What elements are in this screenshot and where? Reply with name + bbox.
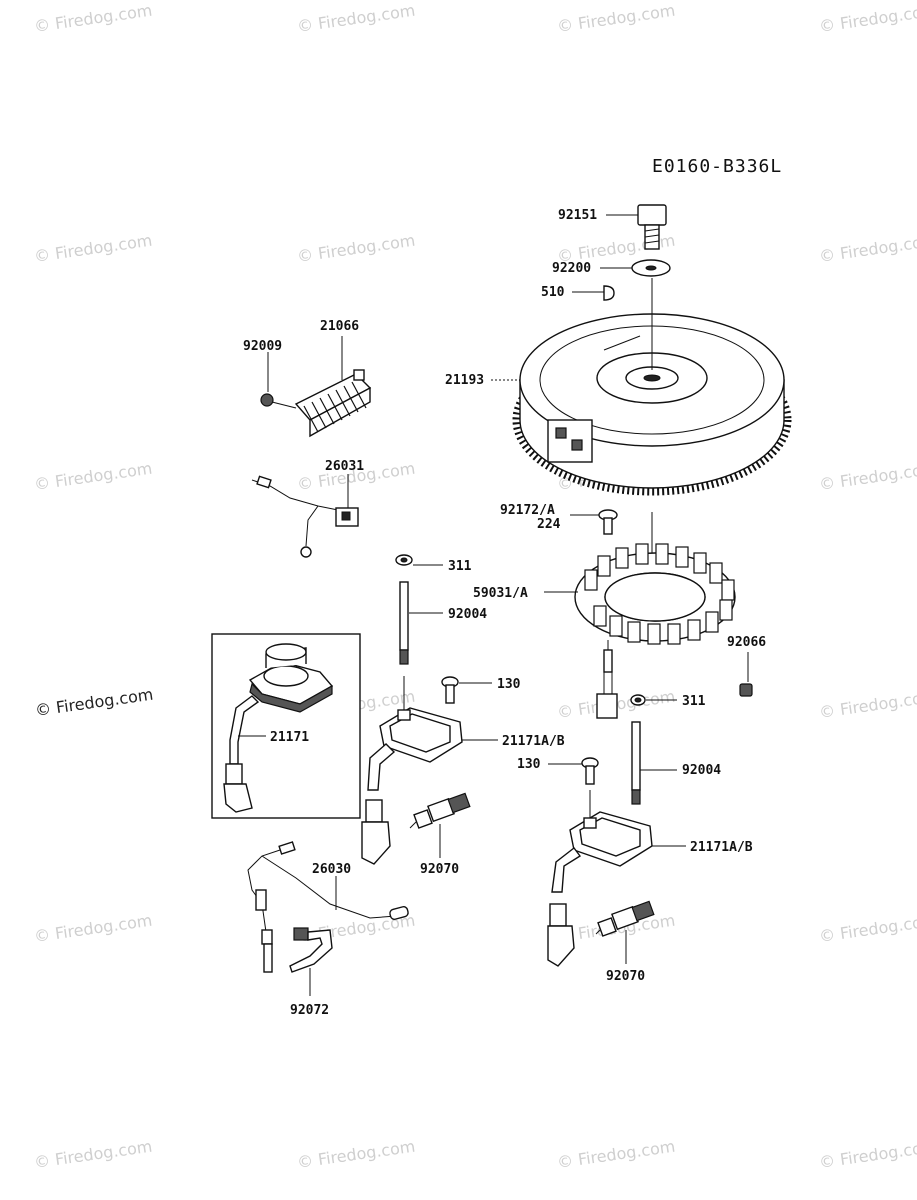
- label-21171AB-left: 21171A/B: [502, 734, 565, 749]
- label-92151: 92151: [558, 208, 597, 223]
- label-92070-right: 92070: [606, 969, 645, 984]
- clamp-92072: [289, 927, 333, 973]
- watermark: © Firedog.com: [818, 459, 917, 494]
- screw-92172A: [598, 509, 618, 535]
- watermark: © Firedog.com: [33, 1, 153, 36]
- harness-26030: [247, 841, 409, 973]
- label-510: 510: [541, 285, 565, 300]
- nut-311-left: [395, 554, 413, 566]
- ignition-coil-right: [547, 790, 653, 967]
- watermark: © Firedog.com: [33, 459, 153, 494]
- inset-box: [211, 633, 361, 819]
- label-311-right: 311: [682, 694, 706, 709]
- bolt-130-right: [581, 757, 599, 785]
- label-21171: 21171: [270, 730, 309, 745]
- spark-plug-right: [595, 900, 655, 937]
- label-92004-left: 92004: [448, 607, 487, 622]
- label-59031A: 59031/A: [473, 586, 528, 601]
- nut-311-right: [630, 694, 646, 706]
- nut-92066: [739, 683, 753, 697]
- key-510: [603, 285, 615, 301]
- label-92200: 92200: [552, 261, 591, 276]
- watermark-main: © Firedog.com: [34, 685, 154, 720]
- label-92009: 92009: [243, 339, 282, 354]
- label-224: 224: [537, 517, 561, 532]
- label-21066: 21066: [320, 319, 359, 334]
- watermark: © Firedog.com: [556, 1137, 676, 1172]
- stator-connector: [596, 640, 618, 719]
- diagram-code: E0160-B336L: [652, 156, 782, 177]
- regulator-21066: [294, 369, 372, 438]
- label-92066: 92066: [727, 635, 766, 650]
- label-92004-right: 92004: [682, 763, 721, 778]
- label-26030: 26030: [312, 862, 351, 877]
- watermark: © Firedog.com: [818, 911, 917, 946]
- watermark: © Firedog.com: [818, 687, 917, 722]
- harness-26031: [251, 475, 359, 558]
- spark-plug-left: [409, 792, 471, 829]
- label-92070-left: 92070: [420, 862, 459, 877]
- stator-59031A: [574, 543, 736, 645]
- bolt-92009: [260, 393, 297, 409]
- ignition-coil-21171: [223, 643, 334, 813]
- label-130-right: 130: [517, 757, 541, 772]
- watermark: © Firedog.com: [296, 1, 416, 36]
- label-26031: 26031: [325, 459, 364, 474]
- watermark: © Firedog.com: [33, 1137, 153, 1172]
- label-21193: 21193: [445, 373, 484, 388]
- washer-92200: [631, 259, 671, 277]
- watermark: © Firedog.com: [33, 231, 153, 266]
- ignition-coil-left: [361, 676, 463, 865]
- label-311-left: 311: [448, 559, 472, 574]
- label-92172A: 92172/A: [500, 503, 555, 518]
- watermark: © Firedog.com: [296, 1137, 416, 1172]
- bolt-130-left: [441, 676, 459, 704]
- bolt-92151: [637, 204, 667, 250]
- watermark: © Firedog.com: [818, 1, 917, 36]
- stud-92004-right: [631, 721, 641, 805]
- label-130-left: 130: [497, 677, 521, 692]
- stud-92004-left: [399, 581, 409, 665]
- label-21171AB-right: 21171A/B: [690, 840, 753, 855]
- watermark: © Firedog.com: [556, 1, 676, 36]
- watermark: © Firedog.com: [33, 911, 153, 946]
- watermark: © Firedog.com: [818, 1137, 917, 1172]
- label-92072: 92072: [290, 1003, 329, 1018]
- watermark: © Firedog.com: [296, 231, 416, 266]
- watermark: © Firedog.com: [818, 231, 917, 266]
